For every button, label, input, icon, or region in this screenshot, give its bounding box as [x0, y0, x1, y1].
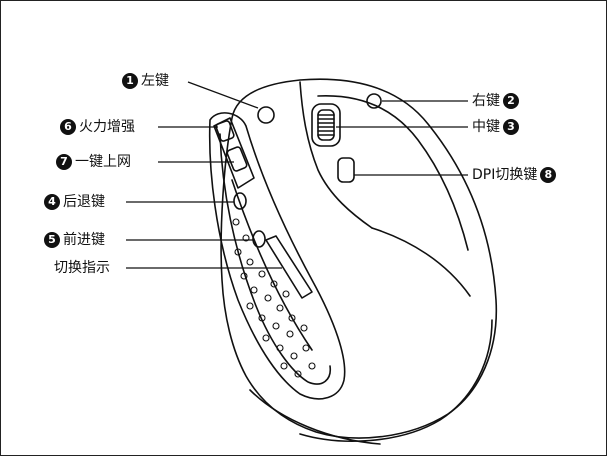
leader-lines [126, 81, 468, 269]
badge-number: 3 [503, 119, 519, 135]
side-grip-inner [219, 133, 332, 385]
badge-number: 8 [540, 167, 557, 183]
switch-indicator-strip [265, 235, 313, 299]
label-middle-button: 中键 3 [472, 118, 519, 136]
label-text: DPI切换键 [472, 167, 538, 183]
label-text: 火力增强 [79, 119, 135, 135]
side-grip-ridge [231, 179, 313, 351]
button-split-line [299, 81, 373, 229]
badge-number: 6 [60, 119, 76, 135]
badge-number: 4 [44, 194, 60, 210]
grip-dots [232, 218, 316, 378]
dpi-button-shape [337, 157, 355, 183]
badge-number: 2 [503, 93, 519, 109]
label-text: 右键 [472, 93, 500, 109]
label-one-key-internet: 7 一键上网 [56, 153, 131, 171]
side-buttons-strip [213, 117, 255, 189]
label-text: 后退键 [63, 194, 105, 210]
label-text: 一键上网 [75, 154, 131, 170]
fire-boost-button-shape [215, 120, 235, 142]
label-back-button: 4 后退键 [44, 193, 105, 211]
label-text: 中键 [472, 119, 500, 135]
label-text: 前进键 [63, 232, 105, 248]
right-button-dot [366, 93, 382, 109]
scroll-wheel-ribs [317, 114, 335, 136]
side-grip-outer [208, 112, 346, 400]
label-left-button: 1 左键 [122, 72, 169, 90]
forward-button-shape [252, 230, 266, 248]
mouse-body-lower-curve [249, 389, 381, 445]
scroll-wheel [317, 109, 335, 141]
scroll-wheel-housing [311, 103, 341, 147]
label-right-button: 右键 2 [472, 92, 519, 110]
label-text: 切换指示 [54, 260, 110, 276]
label-dpi-switch: DPI切换键 8 [472, 166, 557, 184]
badge-number: 5 [44, 232, 60, 248]
label-forward-button: 5 前进键 [44, 231, 105, 249]
badge-number: 1 [122, 73, 138, 89]
badge-number: 7 [56, 154, 72, 170]
label-fire-boost: 6 火力增强 [60, 118, 135, 136]
right-side-curve [371, 227, 471, 297]
mouse-body-inner-edge [299, 319, 493, 442]
label-text: 左键 [141, 73, 169, 89]
label-switch-indicator: 切换指示 [54, 259, 110, 277]
right-button-edge [317, 95, 469, 251]
left-button-dot [257, 106, 275, 124]
back-button-shape [233, 192, 247, 210]
